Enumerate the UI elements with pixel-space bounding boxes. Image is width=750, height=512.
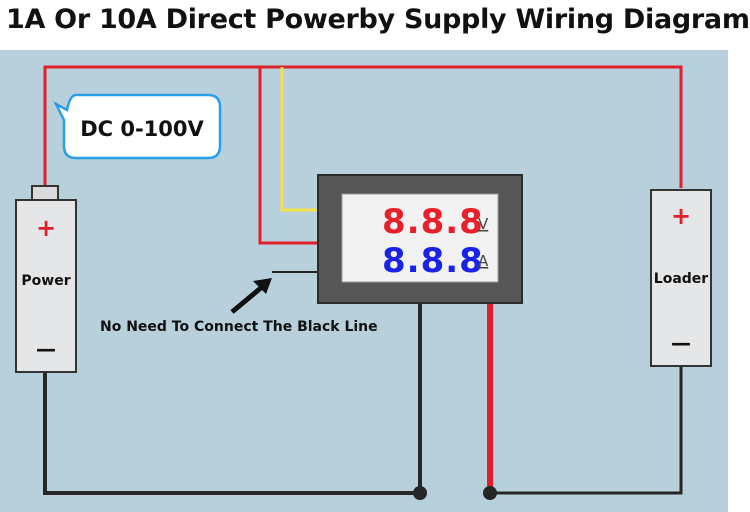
voltage-callout: DC 0-100V — [53, 93, 222, 160]
voltmeter-ammeter: 8.8.8 V 8.8.8 A — [317, 174, 523, 304]
red-wire-top — [43, 65, 683, 188]
arrow-icon — [230, 278, 272, 314]
power-label: Power — [21, 273, 70, 289]
power-minus-sign: — — [36, 337, 56, 361]
current-unit: A — [478, 252, 489, 270]
header: 1A Or 10A Direct Powerby Supply Wiring D… — [0, 0, 750, 50]
meter-screen — [341, 193, 499, 283]
loader-label: Loader — [654, 271, 709, 287]
black-line-note: No Need To Connect The Black Line — [100, 319, 378, 335]
red-wire-meter-feed — [258, 67, 318, 245]
junction-dot-black — [413, 486, 427, 500]
red-wires — [43, 65, 683, 245]
battery-body — [15, 199, 77, 373]
power-battery: + Power — — [15, 185, 77, 373]
arrow-head — [253, 278, 272, 294]
loader-device: + Loader — — [650, 189, 712, 367]
voltage-reading: 8.8.8 — [382, 202, 484, 242]
junction-dot-red — [483, 486, 497, 500]
diagram-canvas: + Power — + Loader — 8.8.8 V 8.8.8 A DC … — [0, 50, 728, 512]
yellow-wire — [280, 67, 318, 212]
page-title: 1A Or 10A Direct Powerby Supply Wiring D… — [6, 4, 750, 35]
battery-terminal-cap — [31, 185, 59, 201]
callout-bubble — [53, 93, 222, 160]
callout-text: DC 0-100V — [80, 117, 204, 141]
red-wire-bottom-return — [490, 367, 683, 495]
loader-plus-sign: + — [671, 202, 691, 230]
loader-body — [650, 189, 712, 367]
black-wire-bottom — [43, 302, 422, 495]
power-plus-sign: + — [36, 214, 56, 242]
current-reading: 8.8.8 — [382, 241, 484, 281]
voltage-unit: V — [478, 215, 489, 233]
loader-minus-sign: — — [671, 331, 691, 355]
arrow-shaft — [230, 285, 264, 314]
